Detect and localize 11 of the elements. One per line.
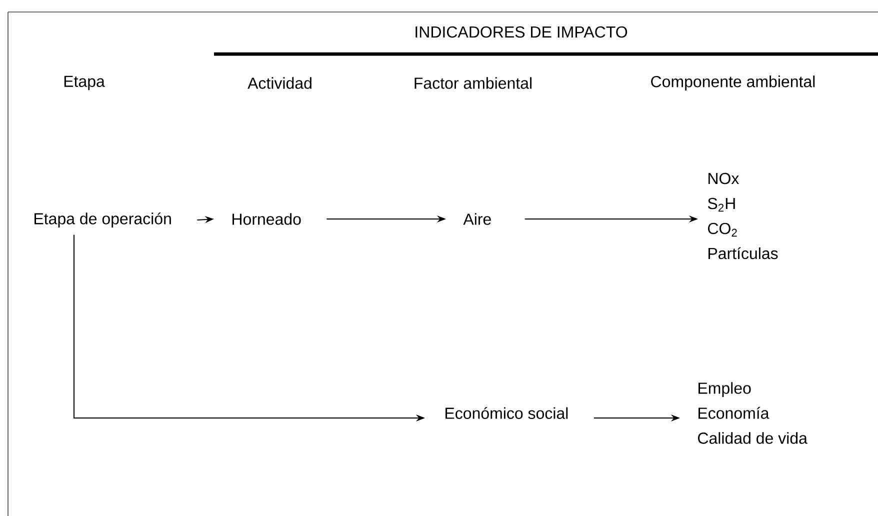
node-text: Empleo Economía Calidad de vida bbox=[698, 382, 808, 444]
column-heading: Componente ambiental bbox=[651, 76, 815, 90]
node-text: Económico social bbox=[446, 407, 568, 419]
column-heading: Actividad bbox=[248, 77, 312, 89]
column-heading: Etapa bbox=[64, 76, 105, 90]
node-text: NOx S$_{2}$H CO$_{2}$ Partículas bbox=[708, 172, 778, 260]
node-text: Aire bbox=[463, 213, 491, 225]
node-text: Horneado bbox=[232, 213, 301, 225]
column-heading: Factor ambiental bbox=[414, 77, 532, 89]
section-heading: INDICADORES DE IMPACTO bbox=[416, 26, 628, 38]
node-text: Etapa de operación bbox=[34, 212, 171, 228]
